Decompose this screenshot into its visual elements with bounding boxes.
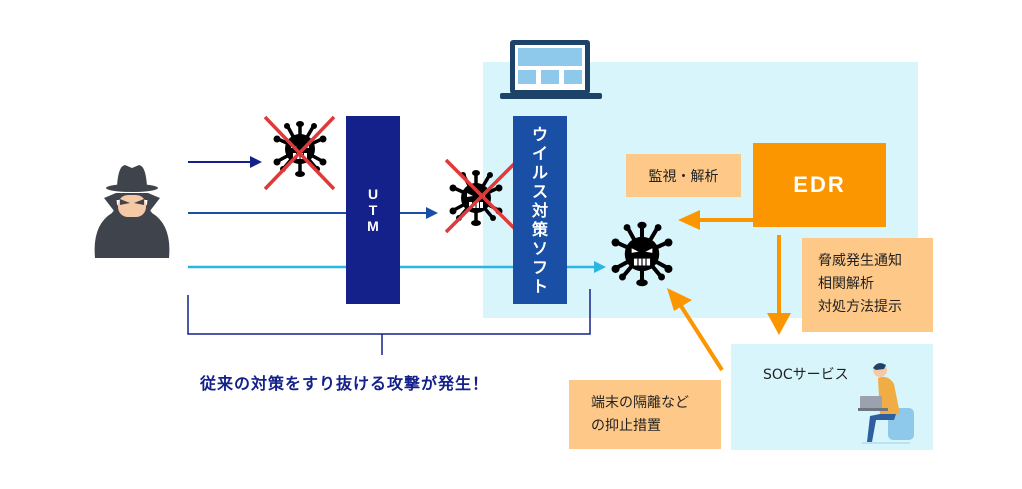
bypass-bracket [187, 289, 591, 355]
isolation-line: 端末の隔離など [591, 395, 689, 411]
antivirus-char: ル [531, 162, 548, 182]
utm-char: U [367, 186, 379, 202]
threat-notification-box: 脅威発生通知 相関解析 対処方法提示 [802, 238, 933, 332]
antivirus-char: ウ [531, 124, 548, 144]
isolation-line: の抑止措置 [591, 418, 661, 434]
utm-char: T [368, 202, 378, 218]
blocked-virus-icon-utm [263, 115, 336, 191]
antivirus-char: フ [531, 257, 548, 277]
monitor-analysis-label: 監視・解析 [626, 154, 741, 197]
antivirus-char: ト [531, 276, 548, 296]
edr-to-soc-arrow [767, 235, 791, 335]
laptop-icon [500, 40, 602, 99]
hacker-icon [94, 165, 170, 258]
attack-path-3 [188, 261, 606, 273]
antivirus-char: イ [531, 143, 548, 163]
operator-icon [858, 363, 914, 444]
antivirus-char: ス [531, 181, 548, 201]
threat-line: 対処方法提示 [818, 299, 902, 315]
utm-char: M [367, 218, 379, 234]
soc-to-virus-arrow [667, 288, 724, 372]
edr-to-virus-arrow [678, 210, 753, 230]
utm-box: U T M [346, 116, 400, 304]
attack-path-1 [188, 156, 262, 168]
threat-line: 脅威発生通知 [818, 253, 902, 269]
threat-line: 相関解析 [818, 276, 874, 292]
blocked-virus-icon-antivirus [444, 158, 520, 234]
antivirus-char: 対 [531, 200, 548, 220]
bypass-caption: 従来の対策をすり抜ける攻撃が発生！ [200, 374, 490, 393]
antivirus-char: 策 [531, 219, 548, 239]
soc-service-label: SOCサービス [763, 367, 849, 383]
antivirus-box: ウ イ ル ス 対 策 ソ フ ト [513, 116, 567, 304]
antivirus-char: ソ [531, 238, 548, 258]
isolation-measure-box: 端末の隔離など の抑止措置 [569, 380, 721, 449]
edr-box: EDR [753, 143, 886, 227]
attack-path-2 [188, 207, 438, 219]
active-virus-icon [612, 222, 673, 286]
